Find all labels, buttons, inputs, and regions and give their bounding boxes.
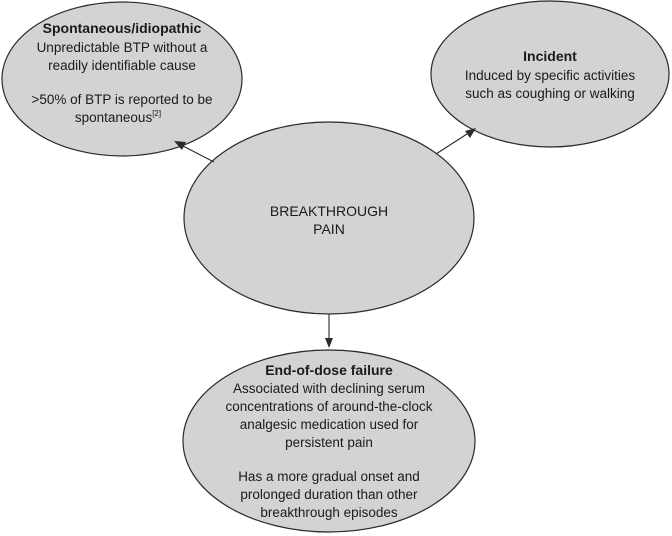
spontaneous-title: Spontaneous/idiopathic (43, 20, 202, 36)
end-of-dose-title: End-of-dose failure (265, 362, 393, 378)
incident-title: Incident (523, 48, 577, 64)
spontaneous-desc-line1: Unpredictable BTP without a (37, 40, 208, 55)
spontaneous-stat-line2: spontaneous[2] (75, 109, 161, 125)
end-of-dose-desc-line1: Associated with declining serum (233, 381, 425, 396)
spontaneous-stat-line1: >50% of BTP is reported to be (32, 92, 213, 107)
end-of-dose-desc-line2: concentrations of around-the-clock (225, 399, 432, 414)
incident-desc-line1: Induced by specific activities (465, 68, 636, 83)
spontaneous-desc-line2: readily identifiable cause (48, 58, 196, 73)
end-of-dose-desc-line3: analgesic medication used for (240, 417, 419, 432)
incident-desc-line2: such as coughing or walking (465, 86, 635, 101)
end-of-dose-node (182, 349, 476, 533)
arrow-to-incident (435, 128, 476, 155)
arrow-to-end-of-dose (325, 314, 333, 348)
end-of-dose-desc-line4: persistent pain (285, 435, 373, 450)
end-of-dose-note-line2: prolonged duration than other (240, 487, 418, 502)
spontaneous-stat-word: spontaneous (75, 110, 153, 125)
end-of-dose-note-line1: Has a more gradual onset and (238, 469, 420, 484)
center-label-line2: PAIN (313, 221, 345, 237)
incident-node (430, 0, 670, 148)
center-label-line1: BREAKTHROUGH (270, 203, 388, 219)
end-of-dose-note-line3: breakthrough episodes (260, 505, 398, 520)
arrow-to-spontaneous (174, 141, 215, 163)
spontaneous-node (1, 1, 243, 157)
spontaneous-reference: [2] (152, 109, 161, 118)
